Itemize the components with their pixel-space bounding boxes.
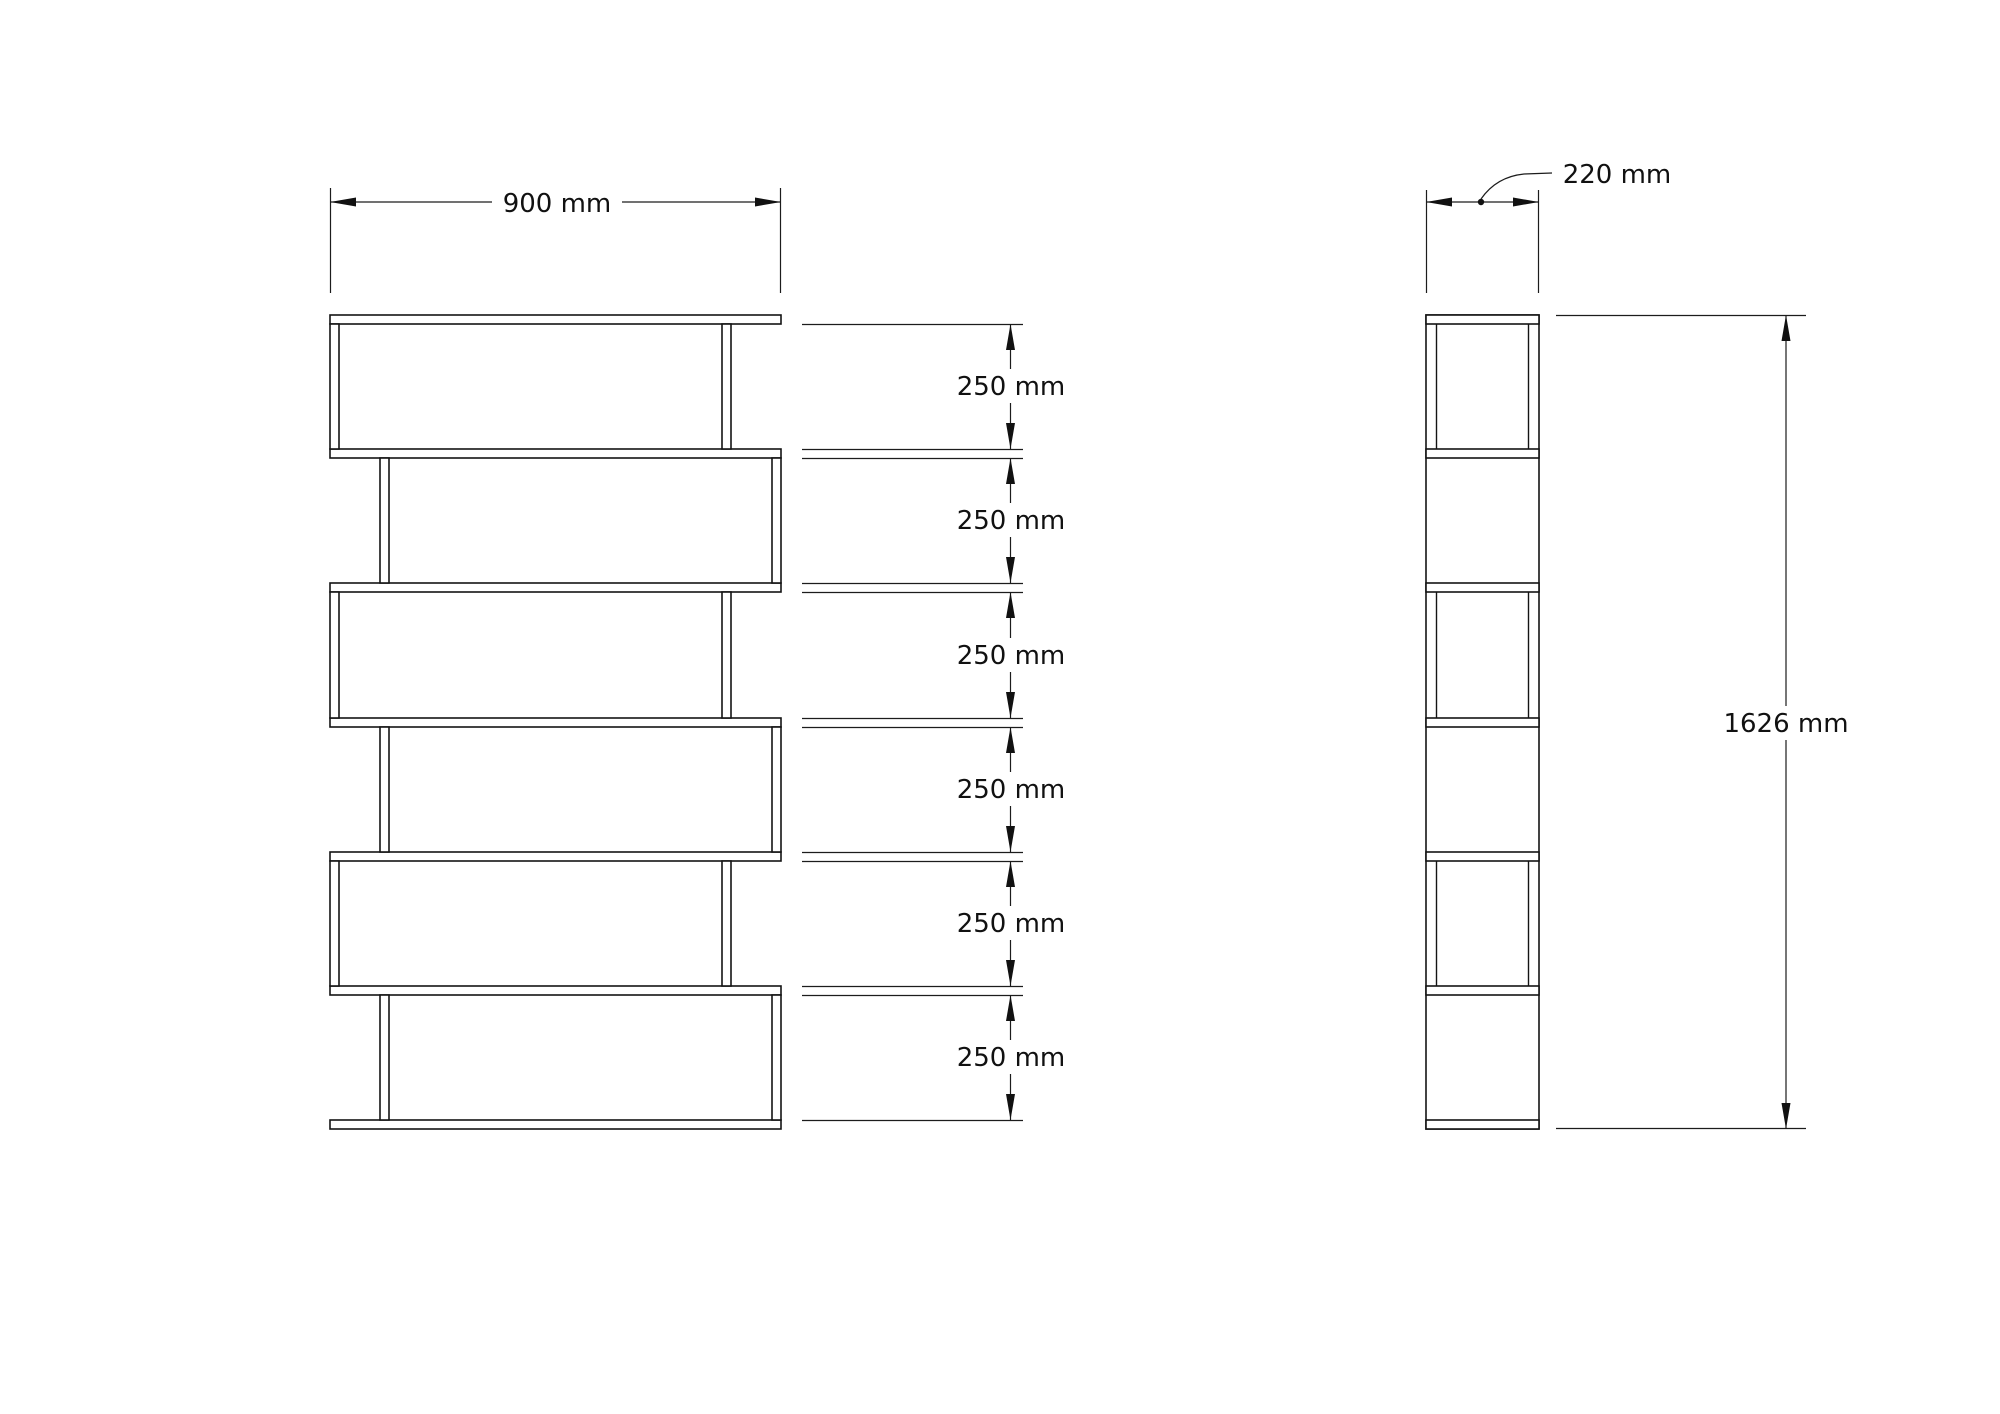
front-panel-c6-right bbox=[771, 994, 782, 1121]
side-panel-edge-lines bbox=[1435, 324, 1530, 986]
arrowhead-left-icon bbox=[1426, 197, 1452, 207]
gap-dim-1: 250 mm bbox=[957, 324, 1066, 449]
arrowhead-right-icon bbox=[1513, 197, 1539, 207]
gap-dim-2: 250 mm bbox=[957, 458, 1066, 583]
side-view bbox=[1425, 314, 1540, 1130]
front-panel-c5-left bbox=[329, 860, 340, 987]
arrowhead-up-icon bbox=[1006, 592, 1015, 618]
arrowhead-up-icon bbox=[1006, 727, 1015, 753]
arrowhead-down-icon bbox=[1781, 1103, 1791, 1129]
gap3-label: 250 mm bbox=[957, 641, 1066, 671]
dimension-shelf-gaps: 250 mm 250 mm 250 mm 250 mm bbox=[802, 323, 1066, 1122]
front-panel-c5-right bbox=[721, 860, 732, 987]
gap-dim-4: 250 mm bbox=[957, 727, 1066, 852]
arrowhead-down-icon bbox=[1006, 960, 1015, 986]
side-board-top bbox=[1425, 314, 1540, 325]
arrowhead-up-icon bbox=[1006, 458, 1015, 484]
side-board-shelf-5 bbox=[1425, 985, 1540, 996]
arrowhead-up-icon bbox=[1006, 995, 1015, 1021]
front-panel-c4-left bbox=[379, 726, 390, 853]
gap-dim-3: 250 mm bbox=[957, 592, 1066, 718]
dimension-depth: 220 mm bbox=[1425, 160, 1672, 293]
arrowhead-left-icon bbox=[330, 197, 356, 207]
front-panel-c3-left bbox=[329, 591, 340, 719]
front-panel-c1-right bbox=[721, 323, 732, 450]
front-panel-c1-left bbox=[329, 323, 340, 450]
front-panel-c2-right bbox=[771, 457, 782, 584]
arrowhead-down-icon bbox=[1006, 826, 1015, 852]
gap-dim-6: 250 mm bbox=[957, 995, 1066, 1120]
arrowhead-up-icon bbox=[1781, 315, 1791, 341]
leader-dot-icon bbox=[1477, 198, 1485, 206]
gap-dim-5: 250 mm bbox=[957, 861, 1066, 986]
arrowhead-up-icon bbox=[1006, 324, 1015, 350]
arrowhead-up-icon bbox=[1006, 861, 1015, 887]
front-board-shelf-2 bbox=[329, 582, 782, 593]
gap1-label: 250 mm bbox=[957, 372, 1066, 402]
front-vertical-panels bbox=[329, 323, 782, 1121]
front-board-shelf-3 bbox=[329, 717, 782, 728]
front-board-bottom bbox=[329, 1119, 782, 1130]
front-panel-c6-left bbox=[379, 994, 390, 1121]
front-board-shelf-1 bbox=[329, 448, 782, 459]
gap6-label: 250 mm bbox=[957, 1043, 1066, 1073]
side-shelf-boards bbox=[1425, 314, 1540, 1130]
arrowhead-down-icon bbox=[1006, 423, 1015, 449]
front-board-shelf-4 bbox=[329, 851, 782, 862]
side-board-shelf-2 bbox=[1425, 582, 1540, 593]
side-board-shelf-3 bbox=[1425, 717, 1540, 728]
gap-reference-lines bbox=[802, 323, 1023, 1122]
front-board-top bbox=[329, 314, 782, 325]
side-board-shelf-1 bbox=[1425, 448, 1540, 459]
width-dim-label: 900 mm bbox=[503, 189, 612, 219]
side-board-bottom bbox=[1425, 1119, 1540, 1130]
front-panel-c2-left bbox=[379, 457, 390, 584]
depth-dim-label: 220 mm bbox=[1563, 160, 1672, 190]
height-dim-label: 1626 mm bbox=[1723, 709, 1848, 739]
dimension-height: 1626 mm bbox=[1556, 314, 1849, 1130]
dimension-width: 900 mm bbox=[329, 188, 782, 293]
gap4-label: 250 mm bbox=[957, 775, 1066, 805]
front-panel-c4-right bbox=[771, 726, 782, 853]
front-board-shelf-5 bbox=[329, 985, 782, 996]
arrowhead-down-icon bbox=[1006, 557, 1015, 583]
side-board-shelf-4 bbox=[1425, 851, 1540, 862]
gap5-label: 250 mm bbox=[957, 909, 1066, 939]
gap2-label: 250 mm bbox=[957, 506, 1066, 536]
front-shelf-boards bbox=[329, 314, 782, 1130]
leader-curve bbox=[1480, 172, 1553, 200]
arrowhead-down-icon bbox=[1006, 692, 1015, 718]
front-view bbox=[329, 314, 782, 1130]
arrowhead-down-icon bbox=[1006, 1094, 1015, 1120]
front-panel-c3-right bbox=[721, 591, 732, 719]
arrowhead-right-icon bbox=[755, 197, 781, 207]
